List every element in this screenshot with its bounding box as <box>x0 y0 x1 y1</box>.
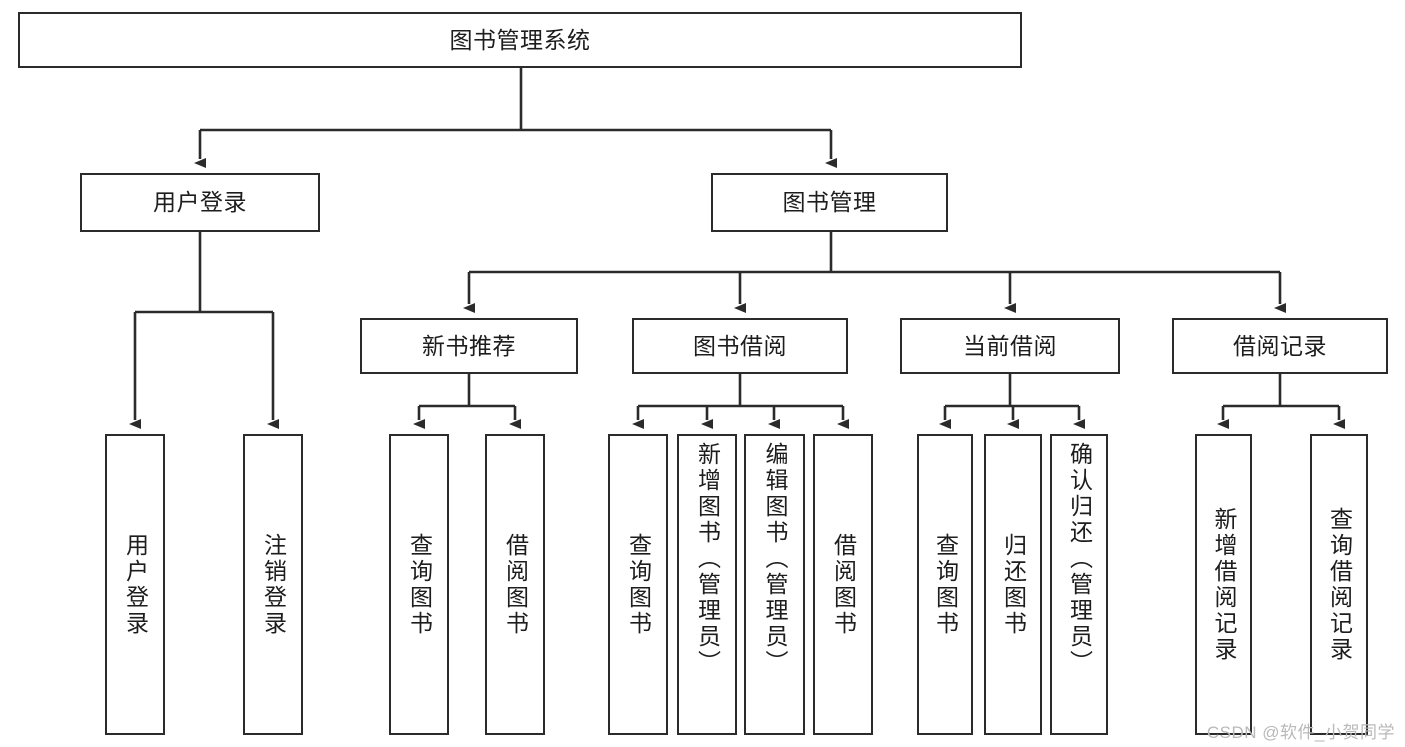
node-borrow-record-label: 借阅记录 <box>1233 332 1327 359</box>
node-leaf-confirm-return-label: 确认归还（管理员） <box>1066 442 1093 676</box>
node-leaf-query-book-3-label: 查询图书 <box>932 532 959 637</box>
node-leaf-query-book-2[interactable]: 查询图书 <box>608 434 668 735</box>
node-new-book-recommend-label: 新书推荐 <box>422 332 516 359</box>
node-leaf-borrow-book-2[interactable]: 借阅图书 <box>813 434 873 735</box>
node-user-login[interactable]: 用户登录 <box>80 173 320 232</box>
node-leaf-query-book-1-label: 查询图书 <box>406 532 433 637</box>
node-leaf-edit-book-label: 编辑图书（管理员） <box>762 442 788 676</box>
node-leaf-logout-label: 注销登录 <box>260 532 287 637</box>
watermark-text: CSDN @软件_小贺同学 <box>1206 723 1395 742</box>
node-leaf-query-borrow-record[interactable]: 查询借阅记录 <box>1310 434 1368 735</box>
node-leaf-add-borrow-record[interactable]: 新增借阅记录 <box>1195 434 1252 735</box>
node-leaf-query-book-3[interactable]: 查询图书 <box>917 434 973 735</box>
node-leaf-borrow-book-1[interactable]: 借阅图书 <box>485 434 545 735</box>
node-leaf-borrow-book-2-label: 借阅图书 <box>830 532 857 637</box>
node-leaf-add-book-label: 新增图书（管理员） <box>694 442 721 676</box>
node-leaf-query-borrow-record-label: 查询借阅记录 <box>1326 506 1353 663</box>
node-current-borrow-label: 当前借阅 <box>963 332 1057 359</box>
node-leaf-query-book-2-label: 查询图书 <box>625 532 652 637</box>
node-book-management-label: 图书管理 <box>782 189 877 216</box>
node-user-login-label: 用户登录 <box>153 189 247 216</box>
node-book-borrow-label: 图书借阅 <box>693 332 787 359</box>
node-new-book-recommend[interactable]: 新书推荐 <box>360 318 578 374</box>
node-leaf-query-book-1[interactable]: 查询图书 <box>389 434 449 735</box>
node-leaf-return-book-label: 归还图书 <box>1000 532 1027 637</box>
node-leaf-borrow-book-1-label: 借阅图书 <box>502 532 529 637</box>
node-current-borrow[interactable]: 当前借阅 <box>900 318 1120 374</box>
node-leaf-return-book[interactable]: 归还图书 <box>984 434 1042 735</box>
node-leaf-add-borrow-record-label: 新增借阅记录 <box>1211 506 1237 663</box>
node-leaf-edit-book[interactable]: 编辑图书（管理员） <box>744 434 805 735</box>
node-root-label: 图书管理系统 <box>449 26 591 53</box>
node-leaf-user-login-label: 用户登录 <box>122 532 149 637</box>
node-borrow-record[interactable]: 借阅记录 <box>1172 318 1388 374</box>
node-book-management[interactable]: 图书管理 <box>711 173 948 232</box>
node-leaf-logout[interactable]: 注销登录 <box>243 434 303 735</box>
node-book-borrow[interactable]: 图书借阅 <box>632 318 848 374</box>
node-root[interactable]: 图书管理系统 <box>18 12 1022 68</box>
node-leaf-confirm-return[interactable]: 确认归还（管理员） <box>1050 434 1108 735</box>
node-leaf-add-book[interactable]: 新增图书（管理员） <box>677 434 737 735</box>
node-leaf-user-login[interactable]: 用户登录 <box>105 434 165 735</box>
